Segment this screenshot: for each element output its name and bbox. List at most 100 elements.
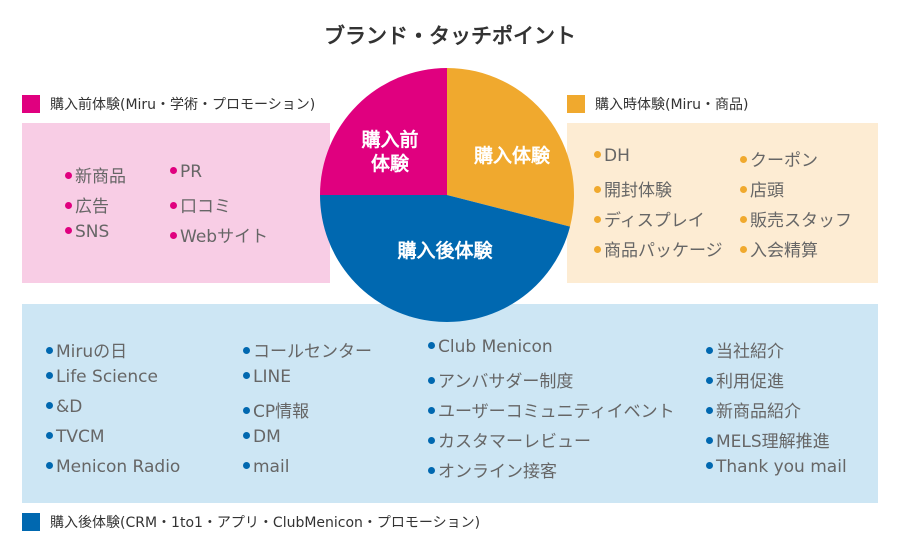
bullet-icon xyxy=(594,150,601,158)
bullet-icon xyxy=(428,436,435,444)
list-item-label: ユーザーコミュニティイベント xyxy=(438,402,675,422)
list-item-pre: PR xyxy=(170,162,202,182)
list-item-label: 入会精算 xyxy=(750,241,818,261)
pie-label-during: 購入体験 xyxy=(473,145,550,167)
list-item-label: 口コミ xyxy=(180,197,231,217)
list-item-label: Miruの日 xyxy=(56,342,128,362)
list-item-label: コールセンター xyxy=(253,342,372,362)
list-item-label: 新商品 xyxy=(75,167,126,187)
list-item-post: Menicon Radio xyxy=(46,457,180,477)
bullet-icon xyxy=(243,431,250,439)
list-item-post: &D xyxy=(46,397,82,417)
list-item-label: LINE xyxy=(253,367,291,387)
list-item-post: オンライン接客 xyxy=(428,457,557,482)
list-item-post: TVCM xyxy=(46,427,105,447)
list-item-label: ディスプレイ xyxy=(604,211,705,231)
list-item-during: DH xyxy=(594,146,630,166)
legend-swatch-post xyxy=(22,513,40,531)
list-item-label: 新商品紹介 xyxy=(716,402,801,422)
bullet-icon xyxy=(243,346,250,354)
bullet-icon xyxy=(46,401,53,409)
bullet-icon xyxy=(740,245,747,253)
bullet-icon xyxy=(428,406,435,414)
list-item-label: アンバサダー制度 xyxy=(438,372,574,392)
bullet-icon xyxy=(46,371,53,379)
pie-label-post: 購入後体験 xyxy=(397,240,493,262)
bullet-icon xyxy=(46,346,53,354)
list-item-post: ユーザーコミュニティイベント xyxy=(428,397,675,422)
list-item-label: カスタマーレビュー xyxy=(438,432,591,452)
bullet-icon xyxy=(740,215,747,223)
bullet-icon xyxy=(243,371,250,379)
list-item-during: 入会精算 xyxy=(740,236,818,261)
pie-chart xyxy=(320,68,574,322)
list-item-post: DM xyxy=(243,427,281,447)
list-item-label: Life Science xyxy=(56,367,158,387)
bullet-icon xyxy=(740,155,747,163)
list-item-label: CP情報 xyxy=(253,402,310,422)
bullet-icon xyxy=(170,166,177,174)
bullet-icon xyxy=(65,226,72,234)
legend-during: 購入時体験(Miru・商品) xyxy=(567,94,749,114)
list-item-post: 新商品紹介 xyxy=(706,397,801,422)
list-item-label: SNS xyxy=(75,222,110,242)
bullet-icon xyxy=(706,406,713,414)
bullet-icon xyxy=(243,406,250,414)
list-item-during: 開封体験 xyxy=(594,176,672,201)
pie-slice-during xyxy=(447,68,574,227)
diagram-title: ブランド・タッチポイント xyxy=(324,24,576,48)
bullet-icon xyxy=(65,201,72,209)
bullet-icon xyxy=(243,461,250,469)
list-item-label: 開封体験 xyxy=(604,181,672,201)
bullet-icon xyxy=(65,171,72,179)
bullet-icon xyxy=(428,466,435,474)
list-item-post: 当社紹介 xyxy=(706,337,784,362)
legend-post-label: 購入後体験(CRM・1to1・アプリ・ClubMenicon・プロモーション) xyxy=(50,515,481,531)
list-item-post: カスタマーレビュー xyxy=(428,427,591,452)
list-item-label: TVCM xyxy=(56,427,105,447)
bullet-icon xyxy=(706,346,713,354)
list-item-post: コールセンター xyxy=(243,337,372,362)
list-item-label: DM xyxy=(253,427,281,447)
list-item-label: PR xyxy=(180,162,203,182)
list-item-post: Club Menicon xyxy=(428,337,553,357)
pie-label-pre: 購入前体験 xyxy=(361,129,419,175)
list-item-during: 店頭 xyxy=(740,176,784,201)
list-item-pre: 新商品 xyxy=(65,162,126,187)
list-item-label: 当社紹介 xyxy=(716,342,784,362)
legend-swatch-during xyxy=(567,95,585,113)
list-item-post: MELS理解推進 xyxy=(706,427,830,452)
bullet-icon xyxy=(594,215,601,223)
list-item-label: Club Menicon xyxy=(438,337,553,357)
list-item-post: Miruの日 xyxy=(46,337,127,362)
post-box xyxy=(22,304,878,503)
legend-during-label: 購入時体験(Miru・商品) xyxy=(595,97,749,113)
bullet-icon xyxy=(170,231,177,239)
legend-pre-label: 購入前体験(Miru・学術・プロモーション) xyxy=(50,97,316,113)
list-item-label: オンライン接客 xyxy=(438,462,557,482)
list-item-pre: Webサイト xyxy=(170,222,268,247)
bullet-icon xyxy=(428,376,435,384)
list-item-label: mail xyxy=(253,457,290,477)
list-item-label: DH xyxy=(604,146,630,166)
list-item-post: アンバサダー制度 xyxy=(428,367,573,392)
list-item-label: 広告 xyxy=(75,197,109,217)
bullet-icon xyxy=(46,431,53,439)
list-item-post: Life Science xyxy=(46,367,158,387)
list-item-label: Menicon Radio xyxy=(56,457,181,477)
list-item-label: Thank you mail xyxy=(716,457,847,477)
list-item-during: ディスプレイ xyxy=(594,206,705,231)
list-item-label: 利用促進 xyxy=(716,372,784,392)
list-item-post: Thank you mail xyxy=(706,457,847,477)
during-box xyxy=(567,123,878,283)
bullet-icon xyxy=(46,461,53,469)
bullet-icon xyxy=(706,376,713,384)
list-item-pre: SNS xyxy=(65,222,109,242)
list-item-pre: 口コミ xyxy=(170,192,231,217)
legend-pre: 購入前体験(Miru・学術・プロモーション) xyxy=(22,94,315,114)
list-item-label: MELS理解推進 xyxy=(716,432,830,452)
list-item-during: 商品パッケージ xyxy=(594,236,723,261)
list-item-label: Webサイト xyxy=(180,227,269,247)
bullet-icon xyxy=(594,185,601,193)
list-item-during: 販売スタッフ xyxy=(740,206,852,231)
